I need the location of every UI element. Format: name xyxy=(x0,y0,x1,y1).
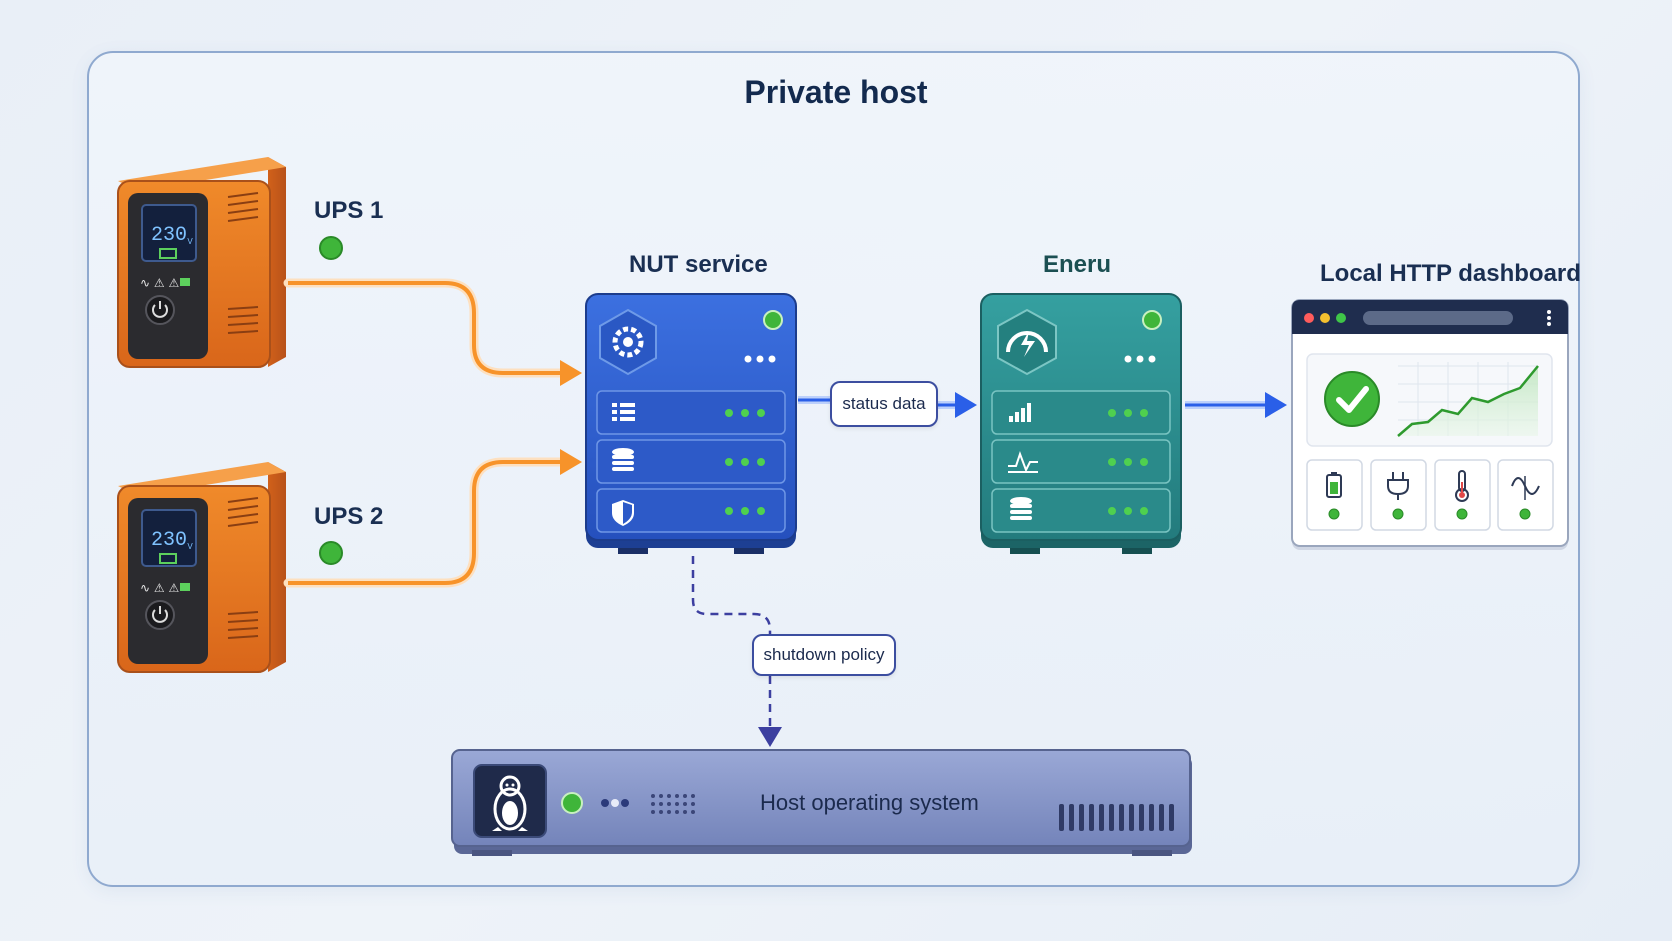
thermometer-icon xyxy=(1455,470,1469,502)
dashboard-arrowhead xyxy=(1265,392,1287,418)
ups-2-arrowhead xyxy=(560,449,582,475)
shutdown-policy-line xyxy=(691,556,772,636)
ups-1-status-light xyxy=(319,236,343,260)
ups-2-label: UPS 2 xyxy=(314,503,384,530)
ups-1-display-value: 230 xyxy=(151,224,187,247)
dashboard-label: Local HTTP dashboard xyxy=(1320,260,1581,287)
status-data-label: status data xyxy=(830,381,938,427)
ups-2-display-value: 230 xyxy=(151,529,187,552)
battery-icon xyxy=(1326,472,1342,498)
ups-1-label: UPS 1 xyxy=(314,197,384,224)
host-os-chassis xyxy=(451,749,1192,856)
eneru-server xyxy=(980,293,1182,554)
database-icon xyxy=(1010,497,1032,520)
database-icon xyxy=(612,448,634,471)
ups-1-arrowhead xyxy=(560,360,582,386)
status-data-arrowhead xyxy=(955,392,977,418)
host-status-light xyxy=(561,792,583,814)
ups-2-status-light xyxy=(319,541,343,565)
ups-1-power-line xyxy=(283,278,565,378)
svg-text:∿ ⚠ ⚠: ∿ ⚠ ⚠ xyxy=(140,581,179,595)
nut-service-label: NUT service xyxy=(629,251,768,278)
ups-1-device: 230 V ∿ ⚠ ⚠ xyxy=(117,157,286,368)
ups-1-display-unit: V xyxy=(187,237,193,246)
svg-text:∿ ⚠ ⚠: ∿ ⚠ ⚠ xyxy=(140,276,179,290)
list-icon xyxy=(612,403,635,421)
shutdown-policy-label: shutdown policy xyxy=(752,634,896,676)
shutdown-policy-arrowhead xyxy=(758,727,782,747)
dashboard-window xyxy=(1291,299,1569,550)
plug-icon xyxy=(1387,472,1409,500)
nut-service-server xyxy=(585,293,797,554)
signal-bars-icon xyxy=(1009,403,1031,422)
vent-grille xyxy=(1059,804,1174,831)
pulse-icon xyxy=(1008,451,1038,473)
ups-2-device: 230 V ∿ ⚠ ⚠ xyxy=(117,462,286,673)
diagram-title: Private host xyxy=(744,74,928,110)
host-os-label: Host operating system xyxy=(760,790,979,815)
eneru-label: Eneru xyxy=(1043,251,1112,278)
linux-penguin-icon xyxy=(492,775,528,831)
check-icon xyxy=(1324,371,1380,427)
ups-2-display-unit: V xyxy=(187,542,193,551)
